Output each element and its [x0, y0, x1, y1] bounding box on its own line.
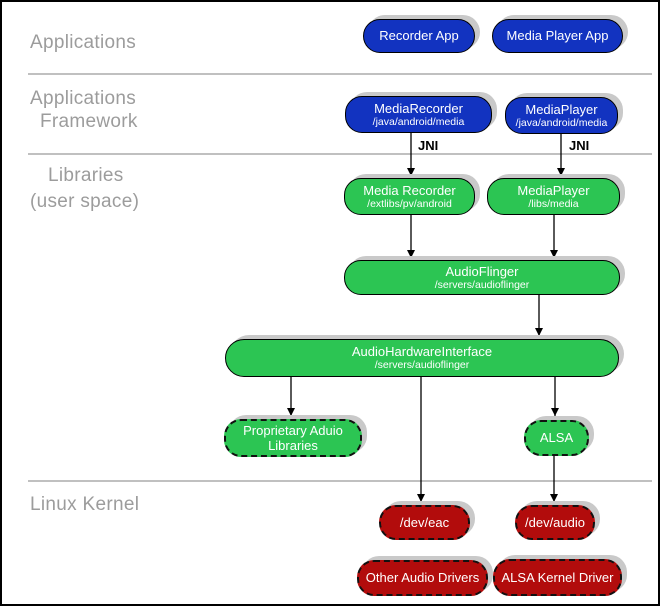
node-alsa-kernel-driver: ALSA Kernel Driver [493, 559, 622, 596]
node-audioflinger-path: /servers/audioflinger [434, 278, 530, 291]
node-mediarecorder-framework-title: MediaRecorder [374, 100, 463, 116]
node-media-player-app-title: Media Player App [506, 28, 609, 44]
node-audiohardwareinterface: AudioHardwareInterface /servers/audiofli… [225, 339, 619, 377]
node-other-audio-drivers: Other Audio Drivers [357, 560, 488, 596]
layer-label-libraries-line2: (user space) [30, 191, 140, 212]
node-mediaplayer-framework-path: /java/android/media [515, 116, 608, 129]
jni-label-right: JNI [569, 138, 590, 153]
jni-label-left: JNI [418, 138, 439, 153]
node-recorder-app: Recorder App [363, 19, 475, 53]
node-dev-eac: /dev/eac [379, 505, 470, 540]
node-audiohardwareinterface-path: /servers/audioflinger [374, 359, 470, 372]
node-alsa: ALSA [524, 420, 589, 456]
node-recorder-app-title: Recorder App [379, 28, 459, 44]
node-media-recorder-lib: Media Recorder /extlibs/pv/android [344, 178, 475, 215]
node-mediaplayer-lib-title: MediaPlayer [517, 182, 590, 198]
node-mediaplayer-lib: MediaPlayer /libs/media [487, 178, 620, 215]
node-dev-audio-title: /dev/audio [525, 514, 585, 530]
node-audioflinger: AudioFlinger /servers/audioflinger [344, 260, 620, 295]
node-proprietary-audio-libraries-title: Proprietary Aduio Libraries [243, 422, 343, 453]
node-mediarecorder-framework: MediaRecorder /java/android/media [345, 96, 492, 133]
node-mediaplayer-lib-path: /libs/media [528, 197, 579, 210]
node-mediarecorder-framework-path: /java/android/media [372, 115, 465, 128]
node-proprietary-audio-libraries: Proprietary Aduio Libraries [224, 419, 362, 457]
node-alsa-kernel-driver-title: ALSA Kernel Driver [501, 569, 614, 585]
node-audioflinger-title: AudioFlinger [445, 263, 519, 279]
node-mediaplayer-framework-title: MediaPlayer [525, 101, 598, 117]
node-dev-eac-title: /dev/eac [399, 514, 450, 530]
node-dev-audio: /dev/audio [515, 505, 595, 540]
layer-label-linux-kernel: Linux Kernel [30, 494, 140, 515]
layer-label-applications: Applications [30, 32, 137, 53]
node-media-recorder-lib-path: /extlibs/pv/android [367, 197, 452, 210]
node-other-audio-drivers-title: Other Audio Drivers [365, 570, 480, 586]
node-media-recorder-lib-title: Media Recorder [363, 182, 456, 198]
layer-label-libraries-line1: Libraries [48, 165, 124, 186]
node-audiohardwareinterface-title: AudioHardwareInterface [351, 344, 493, 360]
node-mediaplayer-framework: MediaPlayer /java/android/media [505, 97, 618, 134]
layer-label-framework-line1: Applications [30, 88, 137, 109]
layer-label-framework-line2: Framework [40, 111, 138, 132]
node-media-player-app: Media Player App [492, 19, 623, 53]
node-alsa-title: ALSA [539, 430, 574, 446]
